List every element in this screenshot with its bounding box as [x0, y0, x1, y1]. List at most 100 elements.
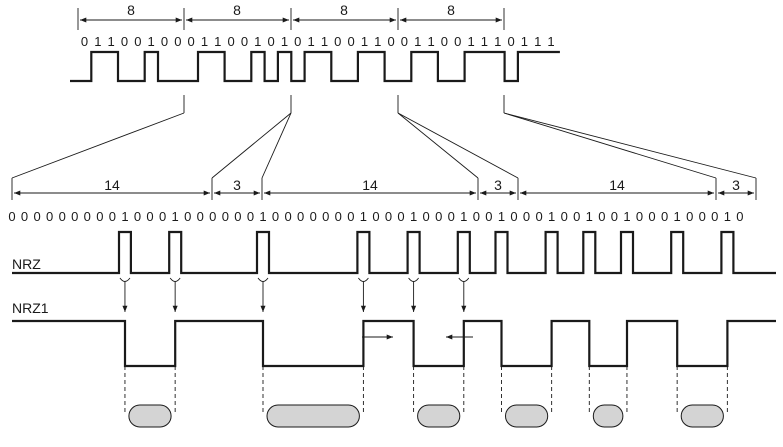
- bottom-bit: 0: [736, 209, 743, 224]
- top-bit: 1: [467, 34, 474, 49]
- bottom-bit: 0: [661, 209, 668, 224]
- top-bit: 0: [441, 34, 448, 49]
- bottom-bit: 0: [222, 209, 229, 224]
- bottom-bit: 0: [372, 209, 379, 224]
- top-bit: 1: [521, 34, 528, 49]
- pit: [266, 404, 360, 428]
- top-group-length-2: 8: [233, 2, 241, 18]
- expansion-lines: [11, 95, 757, 179]
- bottom-bit: 0: [335, 209, 342, 224]
- bottom-bit: 0: [272, 209, 279, 224]
- transition-arrows: [119, 277, 470, 312]
- top-bit: 0: [347, 34, 354, 49]
- top-bit: 1: [427, 34, 434, 49]
- top-dimension-lines: [77, 8, 505, 30]
- top-bit: 1: [214, 34, 221, 49]
- top-bit: 0: [81, 34, 88, 49]
- bottom-bit: 0: [473, 209, 480, 224]
- bottom-bit: 0: [598, 209, 605, 224]
- top-bit: 0: [334, 34, 341, 49]
- transition-hook: [169, 277, 181, 282]
- pit-projection-lines: [124, 366, 728, 412]
- bottom-bit: 0: [510, 209, 517, 224]
- top-bit: 1: [281, 34, 288, 49]
- bottom-bit: 0: [648, 209, 655, 224]
- pit: [505, 404, 549, 428]
- bottom-bit: 0: [159, 209, 166, 224]
- bottom-bit: 0: [523, 209, 530, 224]
- bottom-group-length-2: 3: [233, 177, 241, 193]
- bottom-bit: 0: [84, 209, 91, 224]
- bottom-group-length-1: 14: [104, 177, 120, 193]
- bottom-bit: 0: [109, 209, 116, 224]
- bottom-bit: 0: [197, 209, 204, 224]
- top-bit: 1: [94, 34, 101, 49]
- top-bit: 1: [148, 34, 155, 49]
- bottom-group-length-3: 14: [362, 177, 378, 193]
- bottom-bit: 0: [322, 209, 329, 224]
- top-bit: 1: [547, 34, 554, 49]
- top-bit: 1: [254, 34, 261, 49]
- bottom-bit: 0: [448, 209, 455, 224]
- bottom-bit: 1: [623, 209, 630, 224]
- bottom-bit: 1: [172, 209, 179, 224]
- bottom-bit: 0: [397, 209, 404, 224]
- top-group-length-3: 8: [340, 2, 348, 18]
- bottom-bit: 1: [586, 209, 593, 224]
- top-bit: 1: [108, 34, 115, 49]
- bottom-bit: 0: [21, 209, 28, 224]
- top-bit: 0: [228, 34, 235, 49]
- nrzi-label: NRZ1: [12, 300, 49, 316]
- top-bit: 0: [387, 34, 394, 49]
- bottom-bit: 1: [410, 209, 417, 224]
- top-bit: 1: [321, 34, 328, 49]
- nrzi-waveform: [12, 319, 776, 368]
- top-bit: 0: [174, 34, 181, 49]
- transition-hook: [458, 277, 470, 282]
- bottom-bit: 0: [686, 209, 693, 224]
- bottom-bit: 0: [485, 209, 492, 224]
- bottom-bit: 0: [184, 209, 191, 224]
- top-bit: 0: [188, 34, 195, 49]
- bottom-dimension-lines: [11, 178, 757, 200]
- bottom-bit: 1: [498, 209, 505, 224]
- bottom-bit: 0: [561, 209, 568, 224]
- bottom-bit: 0: [8, 209, 15, 224]
- top-bit: 1: [534, 34, 541, 49]
- bottom-bit: 0: [573, 209, 580, 224]
- top-bit: 0: [241, 34, 248, 49]
- nrz-label: NRZ: [12, 256, 41, 272]
- pit-row: [128, 404, 724, 428]
- bottom-bit: 0: [96, 209, 103, 224]
- top-bit: 1: [481, 34, 488, 49]
- transition-hook: [257, 277, 269, 282]
- bottom-bit: 0: [310, 209, 317, 224]
- transition-hook: [119, 277, 131, 282]
- bottom-bit: 1: [724, 209, 731, 224]
- top-bit: 1: [307, 34, 314, 49]
- bottom-bit: 0: [423, 209, 430, 224]
- bottom-bit: 1: [674, 209, 681, 224]
- top-bit: 0: [134, 34, 141, 49]
- bottom-bit: 0: [134, 209, 141, 224]
- top-bit: 0: [161, 34, 168, 49]
- bottom-bit: 0: [234, 209, 241, 224]
- top-bit: 0: [401, 34, 408, 49]
- top-bit: 0: [294, 34, 301, 49]
- bottom-bit: 0: [46, 209, 53, 224]
- bottom-bit: 0: [636, 209, 643, 224]
- top-bit: 0: [121, 34, 128, 49]
- bottom-bit: 1: [460, 209, 467, 224]
- bottom-bit: 0: [209, 209, 216, 224]
- bottom-bit: 0: [247, 209, 254, 224]
- pit: [592, 404, 624, 428]
- top-bit: 1: [374, 34, 381, 49]
- bottom-bit: 0: [284, 209, 291, 224]
- pit: [680, 404, 724, 428]
- bottom-bit: 0: [435, 209, 442, 224]
- nrz-waveform: [12, 230, 776, 275]
- bottom-bit: 1: [121, 209, 128, 224]
- top-bit: 1: [201, 34, 208, 49]
